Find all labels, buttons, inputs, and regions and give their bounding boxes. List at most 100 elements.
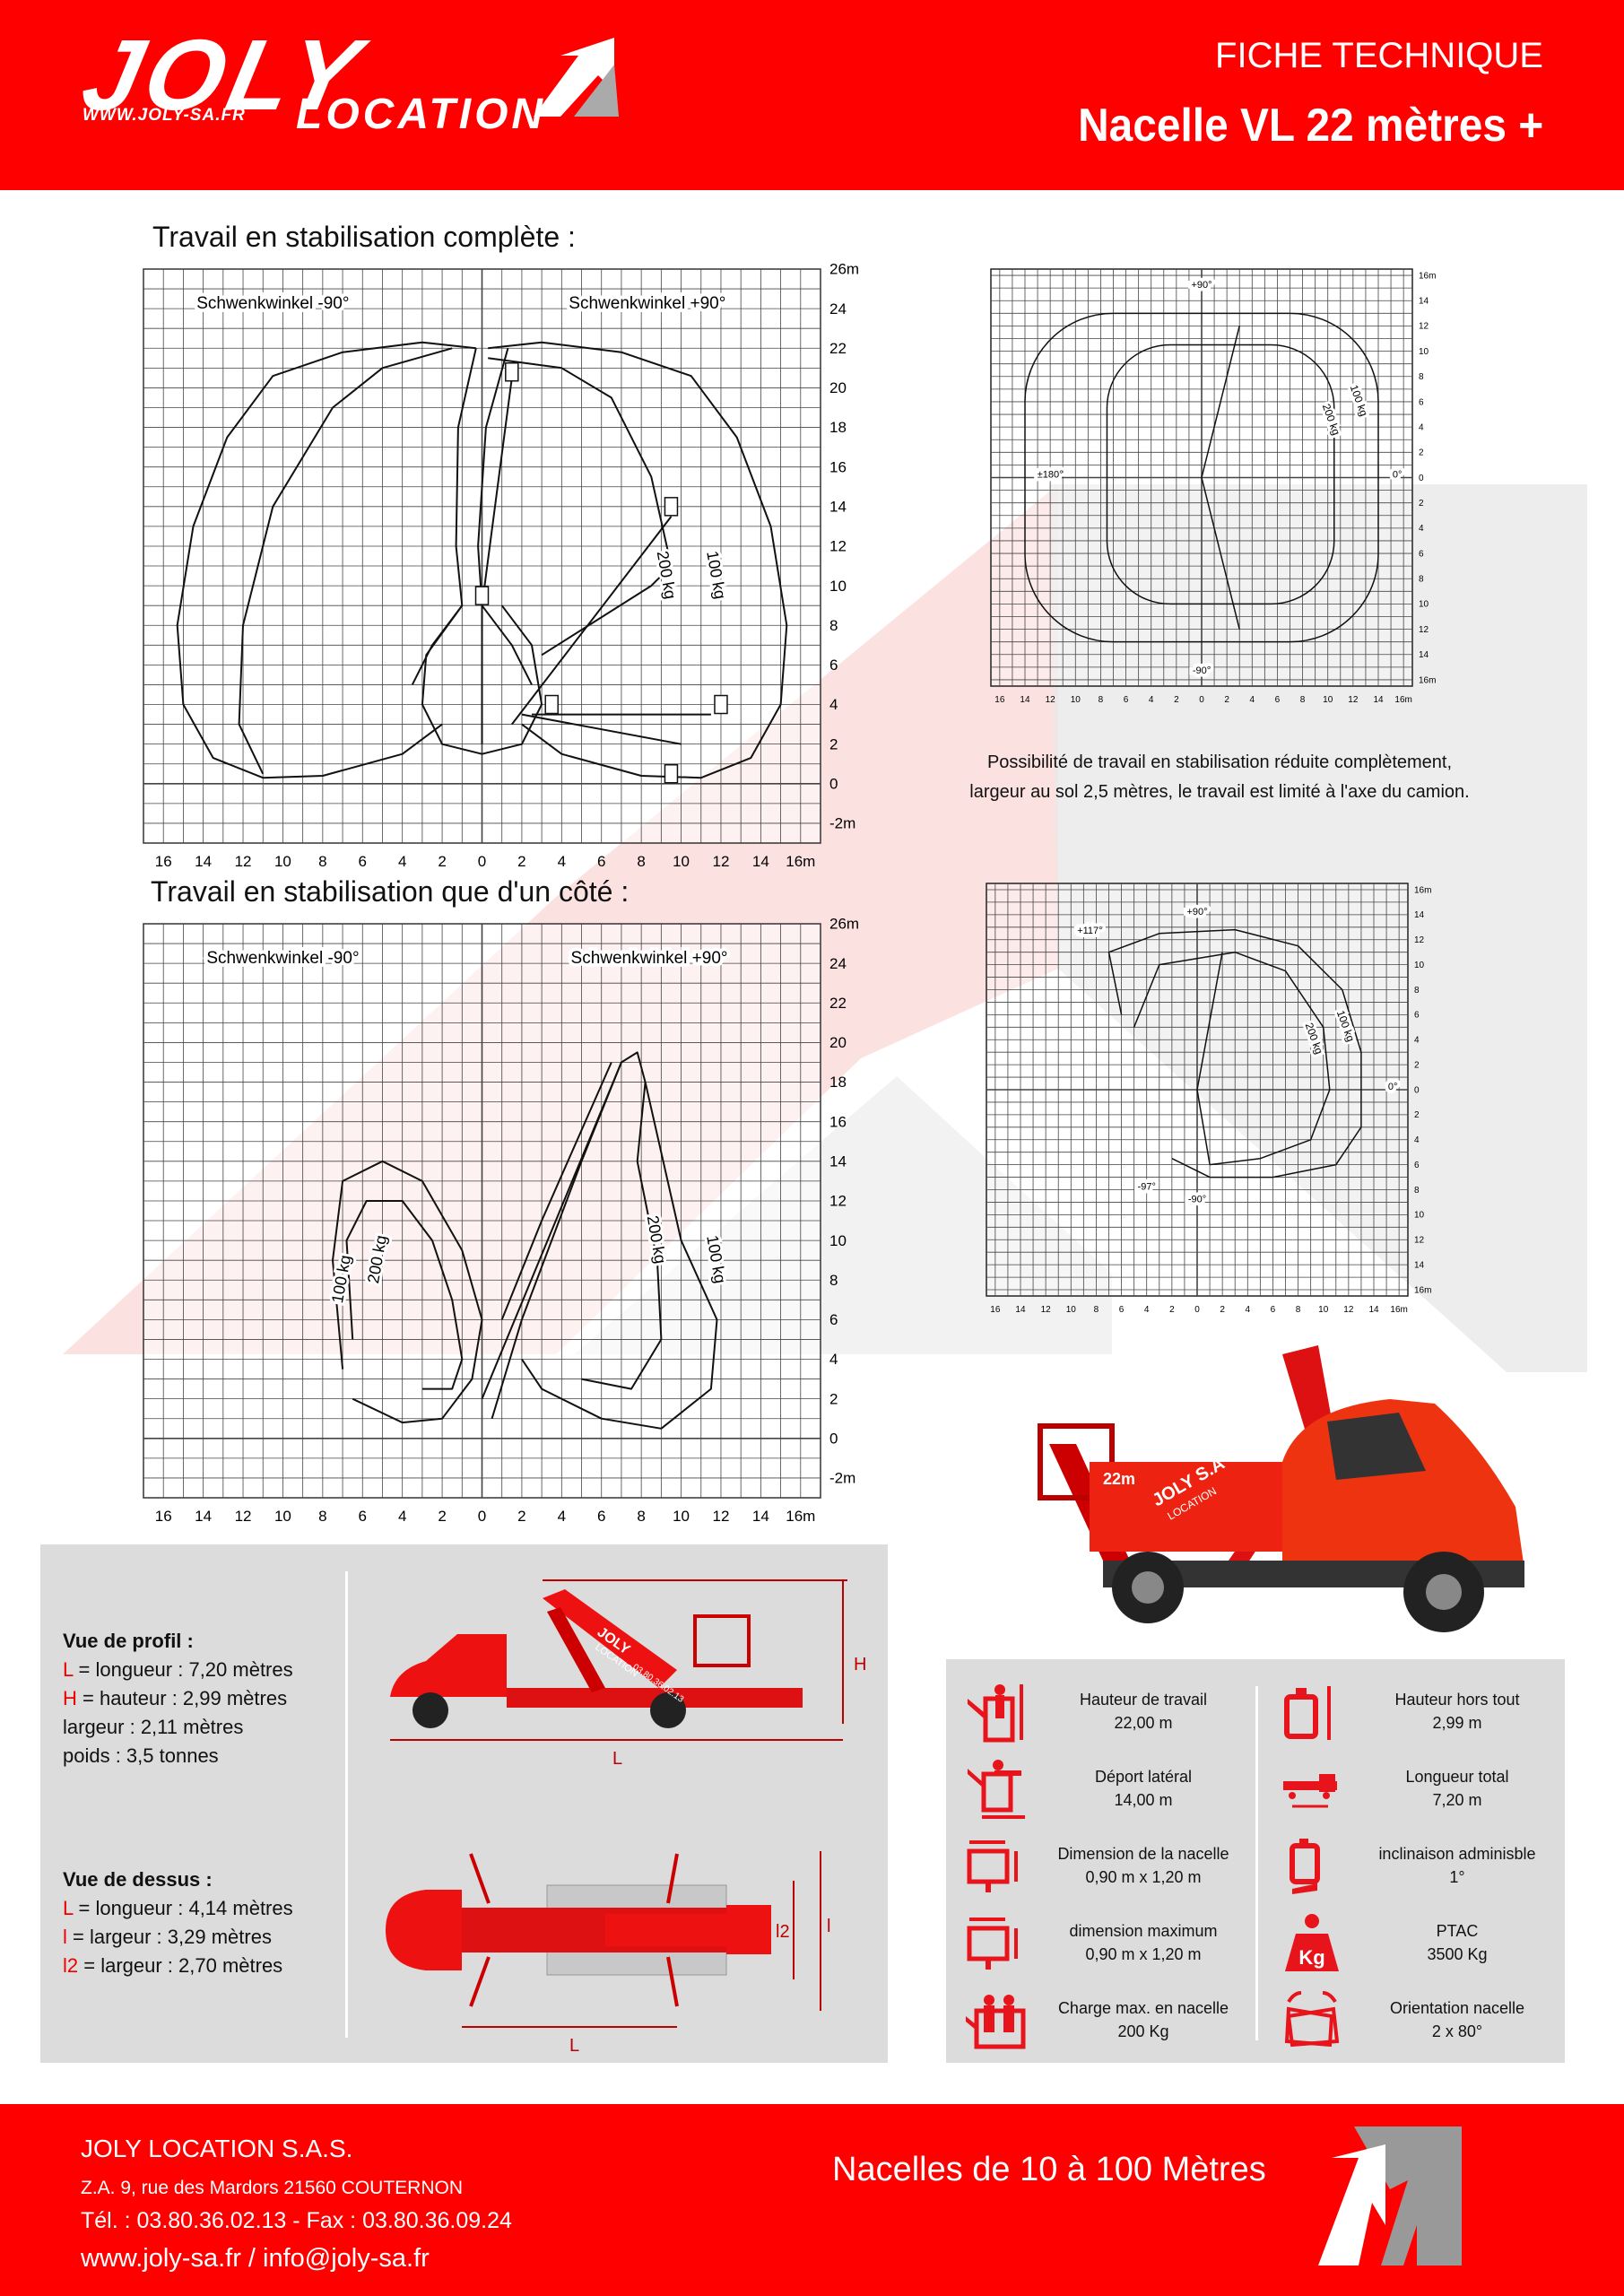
envelope-200kg-left	[238, 347, 453, 775]
x-tick-label: 2	[1224, 695, 1229, 705]
basket-load-icon	[966, 1995, 1026, 2049]
y-tick-label: 0	[829, 1430, 838, 1447]
x-tick-label: 8	[1300, 695, 1306, 705]
grid-lines	[986, 883, 1408, 1296]
boom-position	[481, 1062, 622, 1400]
y-tick-label: 2	[829, 1390, 838, 1407]
x-tick-label: 8	[318, 853, 326, 870]
y-tick-label: 22	[829, 340, 847, 357]
y-tick-label: 4	[1419, 422, 1424, 432]
spec-item: inclinaison adminisble 1°	[1269, 1830, 1565, 1909]
dim-w2-label: l2	[776, 1922, 790, 1942]
y-tick-label: 12	[829, 538, 847, 555]
spec-value: 1°	[1449, 1868, 1465, 1886]
x-tick-label: 12	[1348, 695, 1359, 705]
doc-type: FICHE TECHNIQUE	[1215, 36, 1543, 75]
x-tick-label: 16	[155, 853, 172, 870]
y-tick-label: 4	[1414, 1135, 1420, 1145]
footer-slogan: Nacelles de 10 à 100 Mètres	[832, 2151, 1266, 2188]
envelope-100kg	[176, 341, 476, 779]
boom-position	[1196, 952, 1223, 1091]
y-tick-label: 14	[1419, 650, 1429, 660]
y-tick-label: 8	[829, 617, 838, 634]
x-tick-label: 0	[1194, 1305, 1200, 1315]
y-tick-label: 2	[1414, 1060, 1420, 1070]
spec-value: 7,20 m	[1432, 1791, 1482, 1809]
spec-label: dimension maximum	[1069, 1922, 1218, 1940]
envelope-100kg-left	[332, 1160, 483, 1424]
y-tick-label: 14	[829, 1152, 847, 1170]
x-tick-label: 16m	[1394, 695, 1411, 705]
spec-value: 0,90 m x 1,20 m	[1085, 1945, 1202, 1963]
diagram-label: +90°	[1191, 280, 1211, 291]
header-banner: JOLY WWW.JOLY-SA.FR LOCATION FICHE TECHN…	[0, 0, 1624, 190]
envelope-100kg	[1024, 312, 1379, 643]
y-tick-label: 12	[1419, 322, 1429, 332]
y-tick-label: 6	[1414, 1011, 1420, 1021]
dim-text: = longueur : 4,14 mètres	[73, 1897, 293, 1919]
y-tick-label: 26m	[829, 261, 859, 278]
x-tick-label: 10	[1066, 1305, 1077, 1315]
x-tick-label: 16m	[786, 1508, 815, 1525]
y-tick-label: 6	[829, 1311, 838, 1328]
x-tick-label: 10	[274, 853, 291, 870]
x-tick-label: 10	[673, 853, 690, 870]
x-tick-label: 4	[1250, 695, 1255, 705]
y-tick-label: 4	[1419, 524, 1424, 534]
y-tick-label: 10	[1419, 600, 1429, 610]
y-tick-label: 2	[1419, 499, 1424, 509]
x-tick-label: 14	[195, 853, 212, 870]
boom-position	[481, 378, 513, 744]
y-tick-label: 14	[1419, 297, 1429, 307]
photo-badge: 22m	[1103, 1470, 1135, 1488]
x-tick-label: 6	[597, 853, 605, 870]
total-length-icon	[1283, 1774, 1337, 1808]
diagram-label: +90°	[1186, 907, 1207, 918]
x-tick-label: 2	[1174, 695, 1179, 705]
y-tick-label: 4	[829, 1351, 838, 1368]
x-tick-label: 14	[1368, 1305, 1379, 1315]
x-tick-label: 12	[235, 853, 252, 870]
spec-value: 200 Kg	[1117, 2022, 1169, 2040]
spec-value: 14,00 m	[1114, 1791, 1173, 1809]
diagram-label: 0°	[1388, 1082, 1398, 1092]
grid-lines	[143, 268, 821, 844]
spec-label: inclinaison adminisble	[1378, 1845, 1536, 1863]
x-tick-label: 4	[558, 1508, 566, 1525]
y-tick-label: 10	[1414, 1211, 1425, 1221]
y-tick-label: 10	[829, 578, 847, 595]
spec-value: 0,90 m x 1,20 m	[1085, 1868, 1202, 1886]
x-tick-label: 6	[1275, 695, 1281, 705]
x-tick-label: 14	[195, 1508, 212, 1525]
dim-text: = largeur : 2,70 mètres	[78, 1954, 283, 1977]
x-tick-label: 8	[1094, 1305, 1099, 1315]
x-tick-label: 4	[1149, 695, 1154, 705]
x-tick-label: 10	[1318, 1305, 1329, 1315]
footer-web-link[interactable]: www.joly-sa.fr / info@joly-sa.fr	[81, 2244, 430, 2273]
dim-text: poids : 3,5 tonnes	[63, 1744, 219, 1767]
diagram-label: -90°	[1188, 1194, 1206, 1205]
spec-item: dimension maximum 0,90 m x 1,20 m	[955, 1907, 1251, 1986]
y-tick-label: 0	[829, 775, 838, 792]
y-tick-label: 16	[829, 1113, 847, 1130]
section-title-one-side: Travail en stabilisation que d'un côté :	[151, 875, 630, 908]
footer-phone: Tél. : 03.80.36.02.13 - Fax : 03.80.36.0…	[81, 2208, 512, 2233]
boom-position	[1201, 326, 1240, 478]
x-tick-label: 4	[1144, 1305, 1150, 1315]
y-tick-label: 8	[1419, 575, 1424, 585]
boom-position	[1201, 477, 1240, 630]
x-tick-label: 6	[1271, 1305, 1276, 1315]
y-tick-label: 12	[1414, 1236, 1425, 1246]
x-tick-label: 0	[478, 853, 486, 870]
dim-l-label: L	[612, 1749, 622, 1769]
profile-dimensions: Vue de profil : L = longueur : 7,20 mètr…	[63, 1627, 293, 1770]
x-tick-label: 6	[359, 853, 367, 870]
basket-icon	[664, 497, 679, 517]
x-tick-label: 2	[1169, 1305, 1175, 1315]
y-tick-label: 16m	[1419, 675, 1436, 685]
y-tick-label: 16m	[1419, 271, 1436, 281]
x-tick-label: 0	[1199, 695, 1204, 705]
